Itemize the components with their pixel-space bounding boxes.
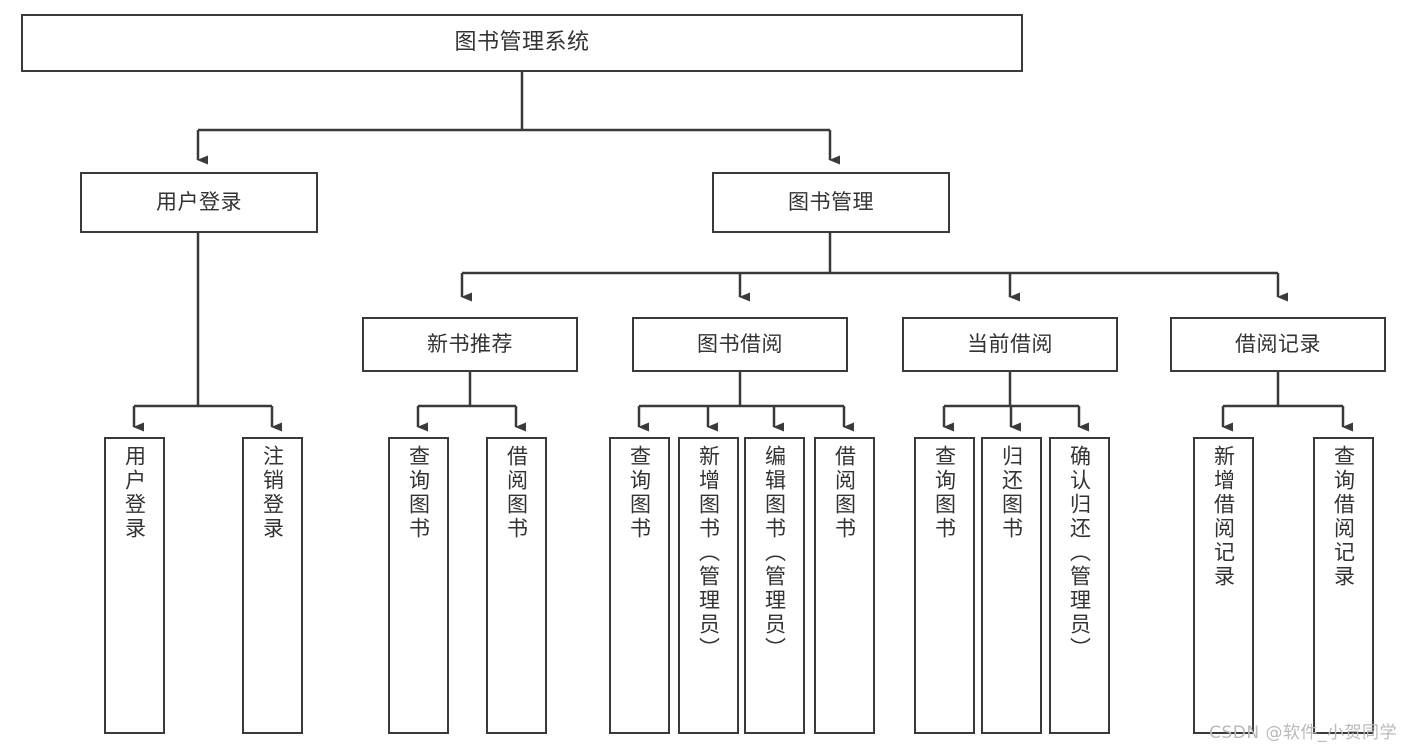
- node-leaf-query-book-2[interactable]: 查询图书: [609, 437, 670, 734]
- node-label: 图书借阅: [697, 332, 783, 357]
- node-label: 用户登录: [122, 445, 147, 541]
- node-leaf-query-book-1[interactable]: 查询图书: [388, 437, 449, 734]
- node-label: 注销登录: [260, 445, 285, 541]
- node-label: 图书管理: [788, 190, 874, 215]
- node-leaf-edit-book-admin[interactable]: 编辑图书（管理员）: [744, 437, 805, 734]
- node-label: 新增借阅记录: [1211, 445, 1236, 589]
- node-label: 用户登录: [156, 190, 242, 215]
- node-label: 查询图书: [627, 445, 652, 541]
- node-leaf-borrow-book-2[interactable]: 借阅图书: [814, 437, 875, 734]
- node-leaf-user-login[interactable]: 用户登录: [104, 437, 165, 734]
- node-book-manage[interactable]: 图书管理: [712, 172, 950, 233]
- watermark-text: CSDN @软件_小贺同学: [1209, 723, 1397, 743]
- node-leaf-query-borrow-record[interactable]: 查询借阅记录: [1313, 437, 1374, 734]
- node-new-book-recommend[interactable]: 新书推荐: [362, 317, 578, 372]
- node-label: 借阅图书: [504, 445, 529, 541]
- node-label: 图书管理系统: [454, 30, 590, 56]
- node-leaf-add-book-admin[interactable]: 新增图书（管理员）: [678, 437, 739, 734]
- node-label: 查询借阅记录: [1331, 445, 1356, 589]
- node-label: 当前借阅: [967, 332, 1053, 357]
- node-root-system[interactable]: 图书管理系统: [21, 14, 1023, 72]
- node-label: 借阅图书: [832, 445, 857, 541]
- node-leaf-logout-login[interactable]: 注销登录: [242, 437, 303, 734]
- node-label: 新书推荐: [427, 332, 513, 357]
- node-book-borrow[interactable]: 图书借阅: [632, 317, 848, 372]
- node-label: 编辑图书（管理员）: [762, 445, 787, 661]
- node-label: 借阅记录: [1235, 332, 1321, 357]
- node-label: 归还图书: [999, 445, 1024, 541]
- node-leaf-add-borrow-record[interactable]: 新增借阅记录: [1193, 437, 1254, 734]
- node-borrow-record[interactable]: 借阅记录: [1170, 317, 1386, 372]
- node-current-borrow[interactable]: 当前借阅: [902, 317, 1118, 372]
- node-user-login[interactable]: 用户登录: [80, 172, 318, 233]
- node-label: 查询图书: [406, 445, 431, 541]
- node-leaf-return-book[interactable]: 归还图书: [981, 437, 1042, 734]
- node-label: 查询图书: [932, 445, 957, 541]
- node-label: 新增图书（管理员）: [696, 445, 721, 661]
- node-leaf-query-book-3[interactable]: 查询图书: [914, 437, 975, 734]
- node-leaf-borrow-book-1[interactable]: 借阅图书: [486, 437, 547, 734]
- node-label: 确认归还（管理员）: [1067, 445, 1092, 661]
- node-leaf-confirm-return-admin[interactable]: 确认归还（管理员）: [1049, 437, 1110, 734]
